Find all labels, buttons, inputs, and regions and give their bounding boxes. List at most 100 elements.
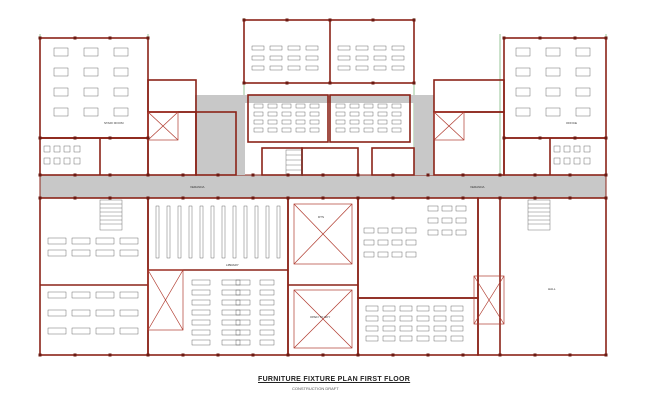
reading-table [235,309,251,316]
column [604,136,608,140]
reading-table [191,309,211,316]
classroom-bench [309,119,320,125]
column [498,173,502,177]
classroom-bench [281,111,292,117]
toilet-cubicle [553,157,561,165]
column [73,173,77,177]
drawing-subtitle: CONSTRUCTION DRAFT [292,386,339,391]
label-veranda-left: VERANDA [190,185,205,189]
classroom-bench [373,45,387,51]
office-desk [545,67,561,77]
column [533,353,537,357]
classroom-bench [399,335,413,342]
classroom-bench [377,111,388,117]
library-shelf [199,205,204,259]
classroom-bench [253,119,264,125]
classroom-bench [382,335,396,342]
workstation [47,309,67,317]
lab-table [427,229,439,236]
column [242,81,246,85]
reading-table [191,339,211,346]
column [461,353,465,357]
column [568,353,572,357]
toilet-cubicle [73,157,81,165]
label-veranda-right: VERANDA [470,185,485,189]
reading-table [259,309,275,316]
classroom-bench [295,103,306,109]
office-desk [545,87,561,97]
reading-table [221,329,241,336]
classroom-bench [335,119,346,125]
room-labels: VERANDA VERANDA LIBRARY DTS OPEN TO SKY … [104,121,577,319]
lab-table [441,205,453,212]
library-shelf [265,205,270,259]
column [146,196,150,200]
lab-table [455,205,467,212]
column [38,353,42,357]
column [498,353,502,357]
column [461,173,465,177]
classroom-bench [433,335,447,342]
reading-table [259,329,275,336]
classroom-bench [335,111,346,117]
column [498,196,502,200]
classroom-bench [382,315,396,322]
column [108,36,112,40]
office-desk [113,107,129,117]
workstation [47,327,67,335]
lab-table [391,251,403,258]
toilet-cubicle [563,157,571,165]
column [242,18,246,22]
workstation [47,291,67,299]
upper-corridor-left [195,95,245,175]
office-desk [515,47,531,57]
workstation [95,237,115,245]
lab-table [441,217,453,224]
column [321,353,325,357]
toilet-cubicle [563,145,571,153]
reading-table [235,339,251,346]
classroom-bench [281,119,292,125]
classroom-bench [450,325,464,332]
column [538,136,542,140]
classroom-bench [355,55,369,61]
classroom-bench [295,119,306,125]
classroom-bench [433,305,447,312]
column [73,196,77,200]
office-desk [113,47,129,57]
classroom-bench [349,127,360,133]
library-shelf [210,205,215,259]
lab-table [455,217,467,224]
drawing-title: FURNITURE FIXTURE PLAN FIRST FLOOR [258,376,411,383]
classroom-bench [391,45,405,51]
reading-table [221,289,241,296]
classroom-bench [349,111,360,117]
workstation [95,249,115,257]
classroom-bench [365,335,379,342]
workstation [47,249,67,257]
classroom-bench [355,45,369,51]
column [38,196,42,200]
reading-table [191,299,211,306]
column [251,353,255,357]
reading-table [191,279,211,286]
classroom-bench [377,127,388,133]
reading-table [191,319,211,326]
library-shelf [232,205,237,259]
column [146,173,150,177]
classroom-bench [267,111,278,117]
classroom-bench [363,127,374,133]
workstation [71,249,91,257]
lab-table [427,205,439,212]
library-shelf [188,205,193,259]
classroom-bench [373,55,387,61]
toilet-cubicle [583,157,591,165]
column [108,353,112,357]
reading-table [221,319,241,326]
column [181,353,185,357]
classroom-bench [287,65,301,71]
workstation [95,309,115,317]
classroom-bench [416,325,430,332]
classroom-bench [335,103,346,109]
column [216,196,220,200]
